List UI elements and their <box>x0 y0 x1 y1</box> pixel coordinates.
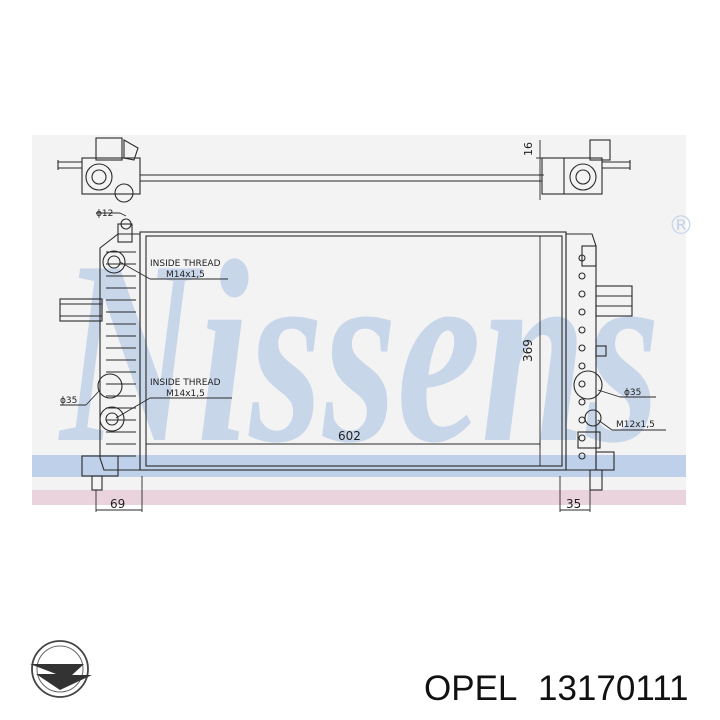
radiator-drawing <box>57 137 666 512</box>
label-inside-thread-bottom-1: INSIDE THREAD <box>150 378 221 388</box>
label-inside-thread-top-1: INSIDE THREAD <box>150 259 221 269</box>
watermark-logo-text: Nissens <box>57 207 660 497</box>
watermark-registered-mark: ® <box>668 211 694 241</box>
dimension-lines <box>95 140 591 512</box>
label-dia-35-right: ϕ35 <box>624 388 641 398</box>
top-mounting-rail <box>57 137 631 203</box>
label-dia-35-left: ϕ35 <box>60 396 77 406</box>
dimension-left-offset: 69 <box>110 497 125 511</box>
right-tank <box>565 233 633 491</box>
opel-logo <box>30 640 92 698</box>
diagram-panel <box>32 135 686 505</box>
label-thread-m12: M12x1,5 <box>616 420 655 430</box>
dimension-top: 16 <box>522 142 535 156</box>
watermark-band-pink <box>32 490 686 505</box>
label-dia-12: ϕ12 <box>96 209 113 219</box>
dimension-right-offset: 35 <box>566 497 581 511</box>
dimension-width: 602 <box>338 429 361 443</box>
footer-brand: OPEL <box>424 669 517 708</box>
dimension-height: 369 <box>521 339 535 362</box>
label-inside-thread-top-2: M14x1,5 <box>166 270 205 280</box>
leader-lines <box>60 212 666 431</box>
footer-part-number: 13170111 <box>538 669 689 708</box>
left-tank <box>59 218 141 491</box>
label-inside-thread-bottom-2: M14x1,5 <box>166 389 205 399</box>
